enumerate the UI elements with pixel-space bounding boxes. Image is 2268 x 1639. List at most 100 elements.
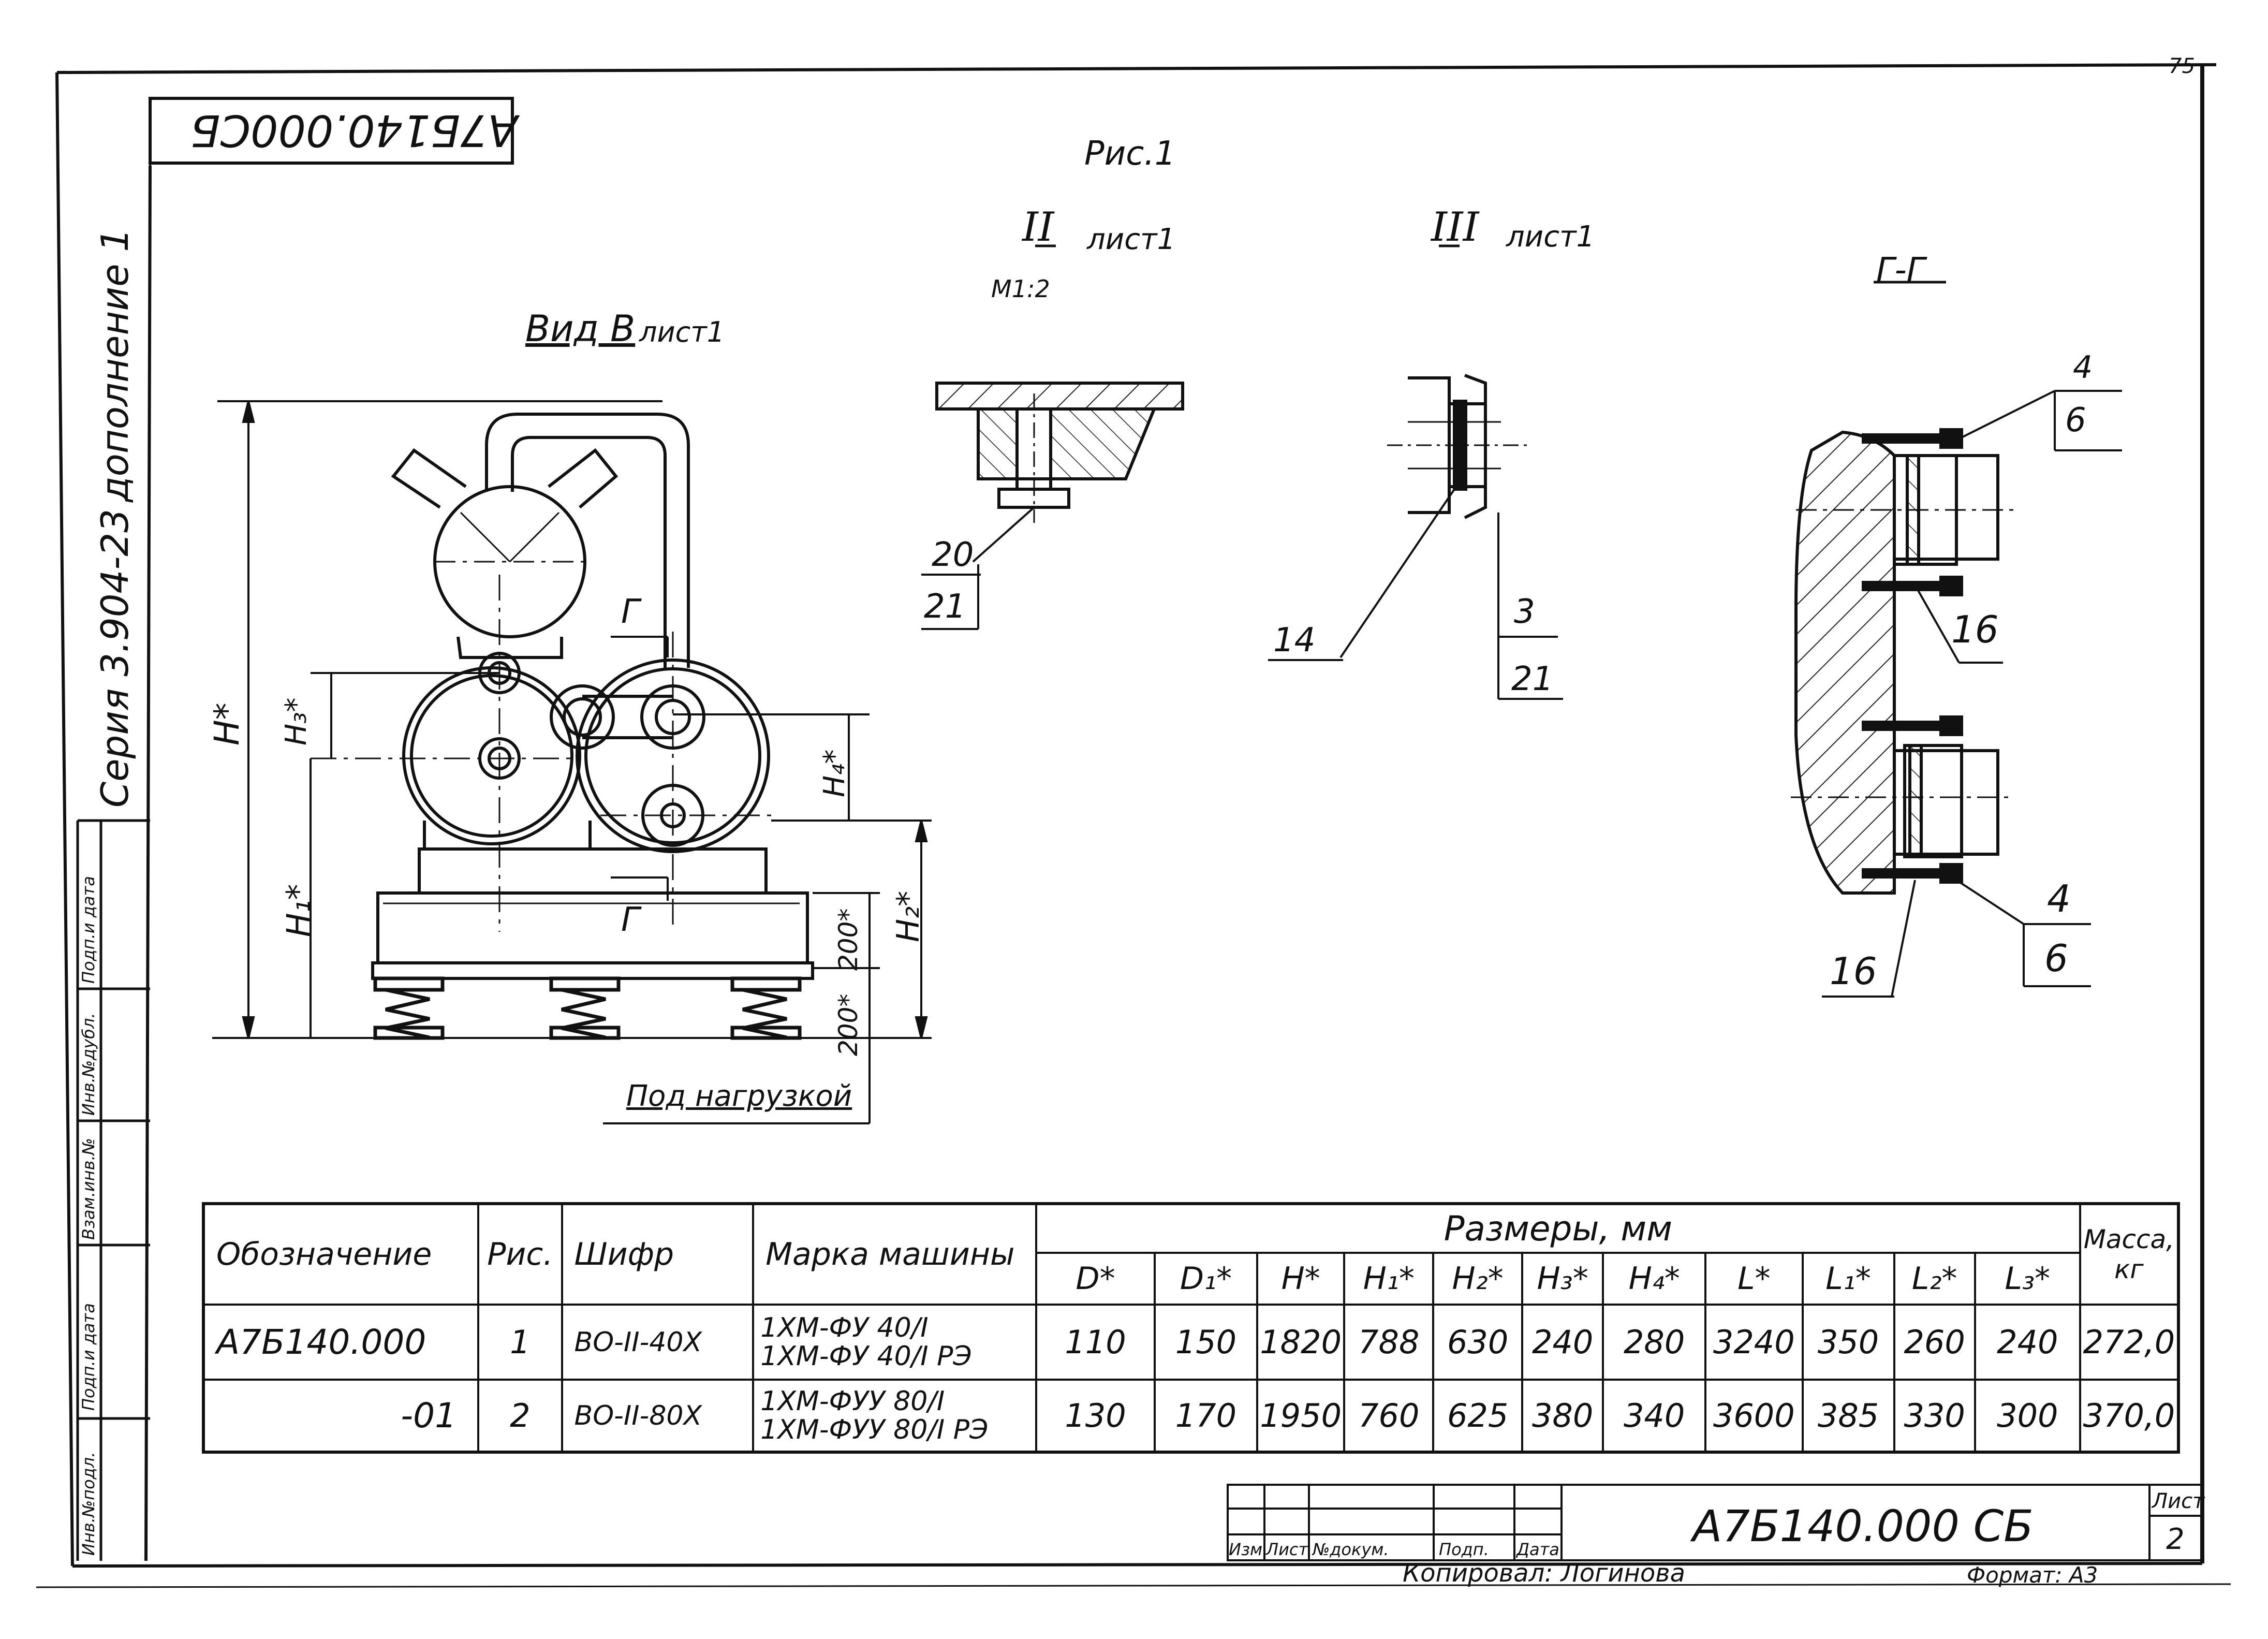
- view-b-dimensions: [212, 400, 932, 1124]
- view-ii-callout-21: 21: [924, 588, 966, 626]
- row1-code: ВО-II-40Х: [561, 1304, 755, 1381]
- section-gg-callout-6-bottom: 6: [2044, 936, 2068, 980]
- row2-h2: 625: [1432, 1379, 1524, 1453]
- view-b-title: Вид В: [525, 308, 636, 350]
- view-ii-numeral: II: [1022, 204, 1054, 251]
- copied-by: Копировал: Логинова: [1403, 1559, 1685, 1588]
- view-ii-callout-20: 20: [932, 536, 974, 574]
- th-dim-l3: L₃*: [1974, 1252, 2081, 1306]
- view-iii-callout-14: 14: [1273, 621, 1316, 660]
- row2-machine-2: 1ХМ-ФУУ 80/I РЭ: [760, 1414, 989, 1445]
- view-ii-detail: [921, 244, 1184, 630]
- strip-cell-sign-date-2: Подп.и дата: [79, 876, 98, 984]
- row1-fig: 1: [477, 1304, 563, 1381]
- row1-d1: 150: [1154, 1304, 1258, 1381]
- series-label: Серия 3.904-23: [93, 509, 137, 808]
- row2-designation: -01: [202, 1379, 480, 1453]
- caption-signature: Подп.: [1439, 1540, 1489, 1559]
- under-load-label: Под нагрузкой: [626, 1079, 852, 1113]
- dim-200-lower: 200*: [833, 993, 863, 1056]
- view-b-machine: [311, 413, 814, 1040]
- dim-h3: Н₃*: [279, 697, 313, 745]
- sheet-frame: [36, 63, 2231, 1588]
- view-iii-numeral: III: [1431, 204, 1479, 251]
- caption-doc-no: №докум.: [1313, 1540, 1389, 1559]
- row2-h3: 380: [1521, 1379, 1604, 1453]
- row2-machine-1: 1ХМ-ФУУ 80/I: [760, 1385, 945, 1417]
- dim-200-upper: 200*: [833, 908, 863, 971]
- th-designation: Обозначение: [202, 1203, 480, 1306]
- th-dim-d1: D₁*: [1154, 1252, 1258, 1306]
- dim-h1: Н₁*: [279, 884, 317, 937]
- side-strip-frame: [76, 819, 150, 1561]
- th-dim-l2: L₂*: [1893, 1252, 1976, 1306]
- row1-designation: А7Б140.000: [202, 1304, 480, 1381]
- row1-machine-2: 1ХМ-ФУ 40/I РЭ: [760, 1340, 972, 1372]
- row2-l2: 330: [1893, 1379, 1976, 1453]
- th-dim-l1: L₁*: [1801, 1252, 1895, 1306]
- strip-cell-inv-dup: Инв.№дубл.: [79, 1013, 98, 1116]
- row2-l: 3600: [1704, 1379, 1804, 1453]
- th-dim-l: L*: [1704, 1252, 1804, 1306]
- row2-mass: 370,0: [2079, 1379, 2180, 1453]
- caption-change: Изм: [1229, 1540, 1263, 1559]
- sheet-number: 2: [2166, 1523, 2185, 1556]
- view-iii-sheet: лист1: [1506, 220, 1595, 254]
- section-gg-callout-4-bottom: 4: [2047, 877, 2071, 920]
- row1-l3: 240: [1974, 1304, 2081, 1381]
- sheet-format: Формат: А3: [1967, 1562, 2098, 1588]
- row1-h4: 280: [1602, 1304, 1707, 1381]
- title-block: Изм Лист №докум. Подп. Дата А7Б140.000 С…: [1227, 1484, 2204, 1561]
- doc-code: А7Б140.000 СБ: [1692, 1501, 2034, 1552]
- row2-h4: 340: [1602, 1379, 1707, 1453]
- caption-date: Дата: [1516, 1540, 1559, 1559]
- section-gg-callout-4-top: 4: [2073, 349, 2093, 386]
- dim-h4: Н₄*: [818, 749, 851, 797]
- figure-title: Рис.1: [1084, 135, 1176, 173]
- row2-l1: 385: [1801, 1379, 1895, 1453]
- caption-sheet: Лист: [1266, 1540, 1308, 1559]
- section-gg-callout-16-bottom: 16: [1830, 949, 1877, 993]
- addition-label: дополнение 1: [93, 228, 137, 502]
- stamp-box: [149, 97, 514, 165]
- view-ii-sheet: лист1: [1087, 223, 1176, 256]
- sheet-label: Лист: [2152, 1489, 2205, 1513]
- strip-cell-replace-inv: Взам.инв.№: [79, 1138, 98, 1240]
- th-fig: Рис.: [477, 1203, 563, 1306]
- section-mark-bottom: Г: [621, 901, 640, 939]
- view-iii-callout-21: 21: [1511, 660, 1554, 698]
- row1-mass: 272,0: [2079, 1304, 2180, 1381]
- row1-h1: 788: [1343, 1304, 1435, 1381]
- row1-h3: 240: [1521, 1304, 1604, 1381]
- row2-fig: 2: [477, 1379, 563, 1453]
- section-mark-top: Г: [621, 593, 640, 631]
- section-gg-callout-6-top: 6: [2065, 401, 2086, 440]
- row2-code: ВО-II-80Х: [561, 1379, 755, 1453]
- strip-cell-sign-date-1: Подп.и дата: [79, 1303, 98, 1411]
- section-gg-detail: [1791, 281, 2122, 998]
- row2-h1: 760: [1343, 1379, 1435, 1453]
- section-gg-callout-16-top: 16: [1951, 608, 1999, 651]
- row1-machine-1: 1ХМ-ФУ 40/I: [760, 1312, 929, 1343]
- dim-h2: Н₂*: [890, 890, 926, 942]
- row1-h2: 630: [1432, 1304, 1524, 1381]
- th-dim-h3: H₃*: [1521, 1252, 1604, 1306]
- row2-d1: 170: [1154, 1379, 1258, 1453]
- th-dim-h2: H₂*: [1432, 1252, 1524, 1306]
- dim-h: Н*: [207, 703, 247, 745]
- row1-l: 3240: [1704, 1304, 1804, 1381]
- dimensions-table: Обозначение Рис. Шифр Марка машины Разме…: [202, 1202, 2180, 1454]
- row1-l2: 260: [1893, 1304, 1976, 1381]
- strip-cell-inv-orig: Инв.№подл.: [79, 1452, 98, 1556]
- row2-h: 1950: [1256, 1379, 1346, 1453]
- row2-l3: 300: [1974, 1379, 2081, 1453]
- th-dim-h: H*: [1256, 1252, 1346, 1306]
- row1-h: 1820: [1256, 1304, 1346, 1381]
- row2-d: 130: [1035, 1379, 1156, 1453]
- view-iii-callout-3: 3: [1514, 593, 1535, 631]
